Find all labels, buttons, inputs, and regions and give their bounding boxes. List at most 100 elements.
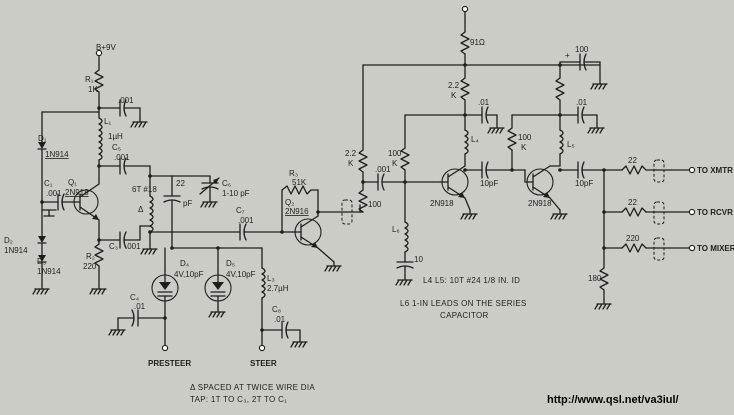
r2-ref: R₂	[86, 252, 95, 261]
c7-value: .001	[238, 216, 254, 225]
note-delta-line2: TAP: 1T TO C₃, 2T TO C₁	[190, 395, 287, 404]
c01-b-value: .01	[576, 98, 588, 107]
r1-ref: R₁	[85, 75, 94, 84]
r22k-a-unit: K	[348, 159, 354, 168]
resistor-r2	[94, 243, 104, 267]
d3-value: 1N914	[37, 267, 61, 276]
q4-value: 2N918	[528, 199, 552, 208]
c01-a-value: .01	[478, 98, 490, 107]
note-l6-line1: L6 1-IN LEADS ON THE SERIES	[400, 299, 527, 308]
c100-value: 100	[575, 45, 589, 54]
resistor-22-b	[621, 207, 647, 217]
c22-unit: pF	[183, 199, 192, 208]
r22-b-value: 22	[628, 198, 637, 207]
note-delta-line1: Δ SPACED AT TWICE WIRE DIA	[190, 383, 315, 392]
c3-ref: C₃	[109, 242, 118, 251]
resistor-r1	[94, 69, 104, 93]
tuning-and-buffer-section: C₇ .001 D₄ 4V,10pF D₅ 4V,10pF C₄	[108, 169, 361, 368]
d4-ref: D₄	[180, 259, 189, 268]
r22k-a-value: 2.2	[345, 149, 357, 158]
c1-ref: C₁	[44, 179, 53, 188]
inductor-l3	[261, 267, 266, 299]
out-xmtr-label: TO XMTR	[697, 166, 733, 175]
c10-value: 10	[414, 255, 423, 264]
note-coil-spec: L4 L5: 10T #24 1/8 IN. ID	[423, 276, 520, 285]
supply-label-left: B+9V	[96, 43, 116, 52]
c7-ref: C₇	[236, 206, 245, 215]
resistor-91	[460, 31, 470, 55]
q1-ref: Q₁	[68, 178, 77, 187]
q2-value: 2N916	[285, 207, 309, 216]
resistor-22-a	[621, 165, 647, 175]
r2-value: 220	[83, 262, 97, 271]
resistor-100k-a	[400, 147, 410, 171]
watermark-url: http://www.qsl.net/va3iul/	[547, 394, 679, 406]
resistor-2.2k-b	[460, 77, 470, 101]
inductor-l4	[464, 129, 469, 155]
l1-ref: L₁	[104, 117, 111, 126]
diode-d2	[38, 236, 46, 243]
out-mixer-label: TO MIXER	[697, 244, 734, 253]
r180-value: 180	[588, 274, 602, 283]
r100k-b-value: 100	[518, 133, 532, 142]
c10pf-a-value: 10pF	[480, 179, 498, 188]
inductor-l1	[98, 117, 103, 161]
supply-label-right: 91Ω	[470, 38, 485, 47]
d2-ref: D₂	[4, 236, 13, 245]
c5-ref: C₅	[112, 143, 121, 152]
r100k-a-unit: K	[392, 159, 398, 168]
resistor-180	[599, 267, 609, 291]
l1-value: 1µH	[108, 132, 123, 141]
l4-ref: L₄	[471, 135, 479, 144]
note-l6-line2: CAPACITOR	[440, 311, 489, 320]
r220-value: 220	[626, 234, 640, 243]
inductor-l5	[559, 129, 564, 155]
d4-value: 4V,10pF	[174, 270, 204, 279]
resistor-100k-b	[507, 127, 517, 151]
d1-value: 1N914	[45, 150, 69, 159]
resistor-r3	[281, 185, 319, 195]
presteer-label: PRESTEER	[148, 359, 191, 368]
cap-value-top-left: .001	[118, 96, 134, 105]
amplifier-section: 91Ω 100 + 2.2 K 100 .001 100	[345, 5, 734, 310]
c4-value: .01	[134, 302, 146, 311]
resistor-100-a	[358, 189, 368, 213]
tank-coil-value: 6T #18	[132, 185, 157, 194]
q3-value: 2N918	[430, 199, 454, 208]
out-rcvr-label: TO RCVR	[697, 208, 733, 217]
d5-value: 4V,10pF	[226, 270, 256, 279]
c6-ref: C₆	[222, 179, 231, 188]
c22-value: 22	[176, 179, 185, 188]
c5-value: .001	[114, 153, 130, 162]
r3-ref: R₃	[289, 169, 298, 178]
c10pf-b-value: 10pF	[575, 179, 593, 188]
l6-ref: L₆	[392, 225, 400, 234]
c001-mid-value: .001	[375, 165, 391, 174]
c8-ref: C₈	[272, 305, 281, 314]
q1-value: 2N918	[65, 188, 89, 197]
r22k-b-unit: K	[451, 91, 457, 100]
l3-value: 2.7µH	[267, 284, 289, 293]
r3-value: 51K	[292, 178, 307, 187]
l3-ref: L₃	[267, 274, 275, 283]
c4-ref: C₄	[130, 293, 139, 302]
r100k-b-unit: K	[521, 143, 527, 152]
svg-text:+: +	[565, 51, 570, 60]
inductor-l6	[404, 221, 409, 253]
d2-value: 1N914	[4, 246, 28, 255]
c8-value: .01	[274, 315, 286, 324]
q2-ref: Q₂	[285, 198, 294, 207]
r100-a-value: 100	[368, 200, 382, 209]
steer-label: STEER	[250, 359, 277, 368]
q1-oscillator-section: B+9V R₁ 1K .001 L₁ 1µH D₁ 1N914	[4, 43, 250, 295]
diode-d1	[38, 142, 46, 149]
resistor-220	[621, 243, 647, 253]
r22k-b-value: 2.2	[448, 81, 460, 90]
c3-value: .001	[125, 242, 141, 251]
resistor-2.2k-a	[358, 149, 368, 173]
tank-coil-mark: Δ	[138, 205, 144, 214]
tank-coil	[149, 195, 154, 233]
r22-a-value: 22	[628, 156, 637, 165]
r1-value: 1K	[88, 85, 98, 94]
